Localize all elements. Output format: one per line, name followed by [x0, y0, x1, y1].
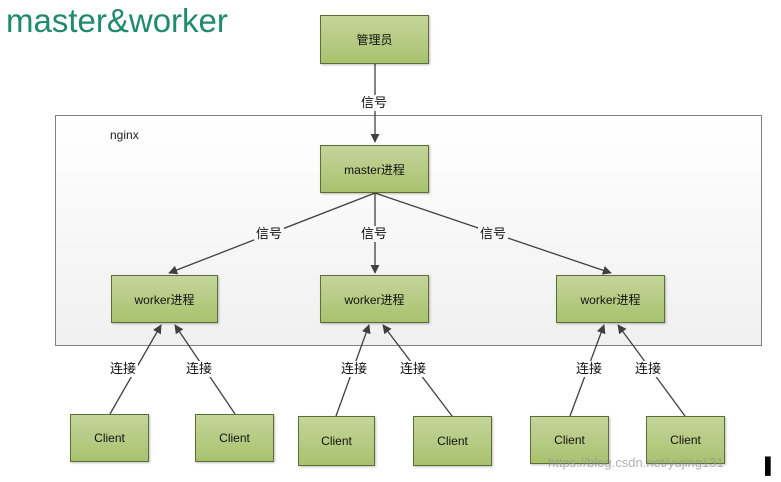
client-node-6: Client: [646, 416, 725, 464]
edge-label-connect-5: 连接: [574, 361, 605, 377]
edge-label-master-worker2: 信号: [359, 226, 390, 242]
edge-label-connect-4: 连接: [398, 361, 429, 377]
edge-label-connect-6: 连接: [633, 361, 664, 377]
worker-process-node-1: worker进程: [111, 275, 218, 323]
mouse-cursor-icon: ▌: [765, 458, 777, 475]
worker-process-node-3: worker进程: [556, 275, 665, 323]
client-node-4: Client: [413, 416, 492, 466]
edge-label-connect-1: 连接: [108, 361, 139, 377]
client-node-5: Client: [530, 416, 609, 464]
master-process-node: master进程: [320, 145, 429, 193]
edge-label-master-worker1: 信号: [254, 226, 285, 242]
worker-process-node-2: worker进程: [320, 275, 429, 323]
nginx-container-label: nginx: [110, 128, 139, 142]
diagram-title: master&worker: [6, 2, 228, 39]
client-node-2: Client: [195, 414, 274, 462]
edge-label-admin-master: 信号: [359, 95, 390, 111]
edge-label-connect-2: 连接: [184, 361, 215, 377]
admin-node: 管理员: [320, 15, 429, 64]
client-node-1: Client: [70, 414, 149, 462]
client-node-3: Client: [298, 416, 375, 466]
watermark-text: https://blog.csdn.net/yujing131: [548, 455, 724, 470]
edge-label-master-worker3: 信号: [478, 226, 509, 242]
edge-label-connect-3: 连接: [339, 361, 370, 377]
